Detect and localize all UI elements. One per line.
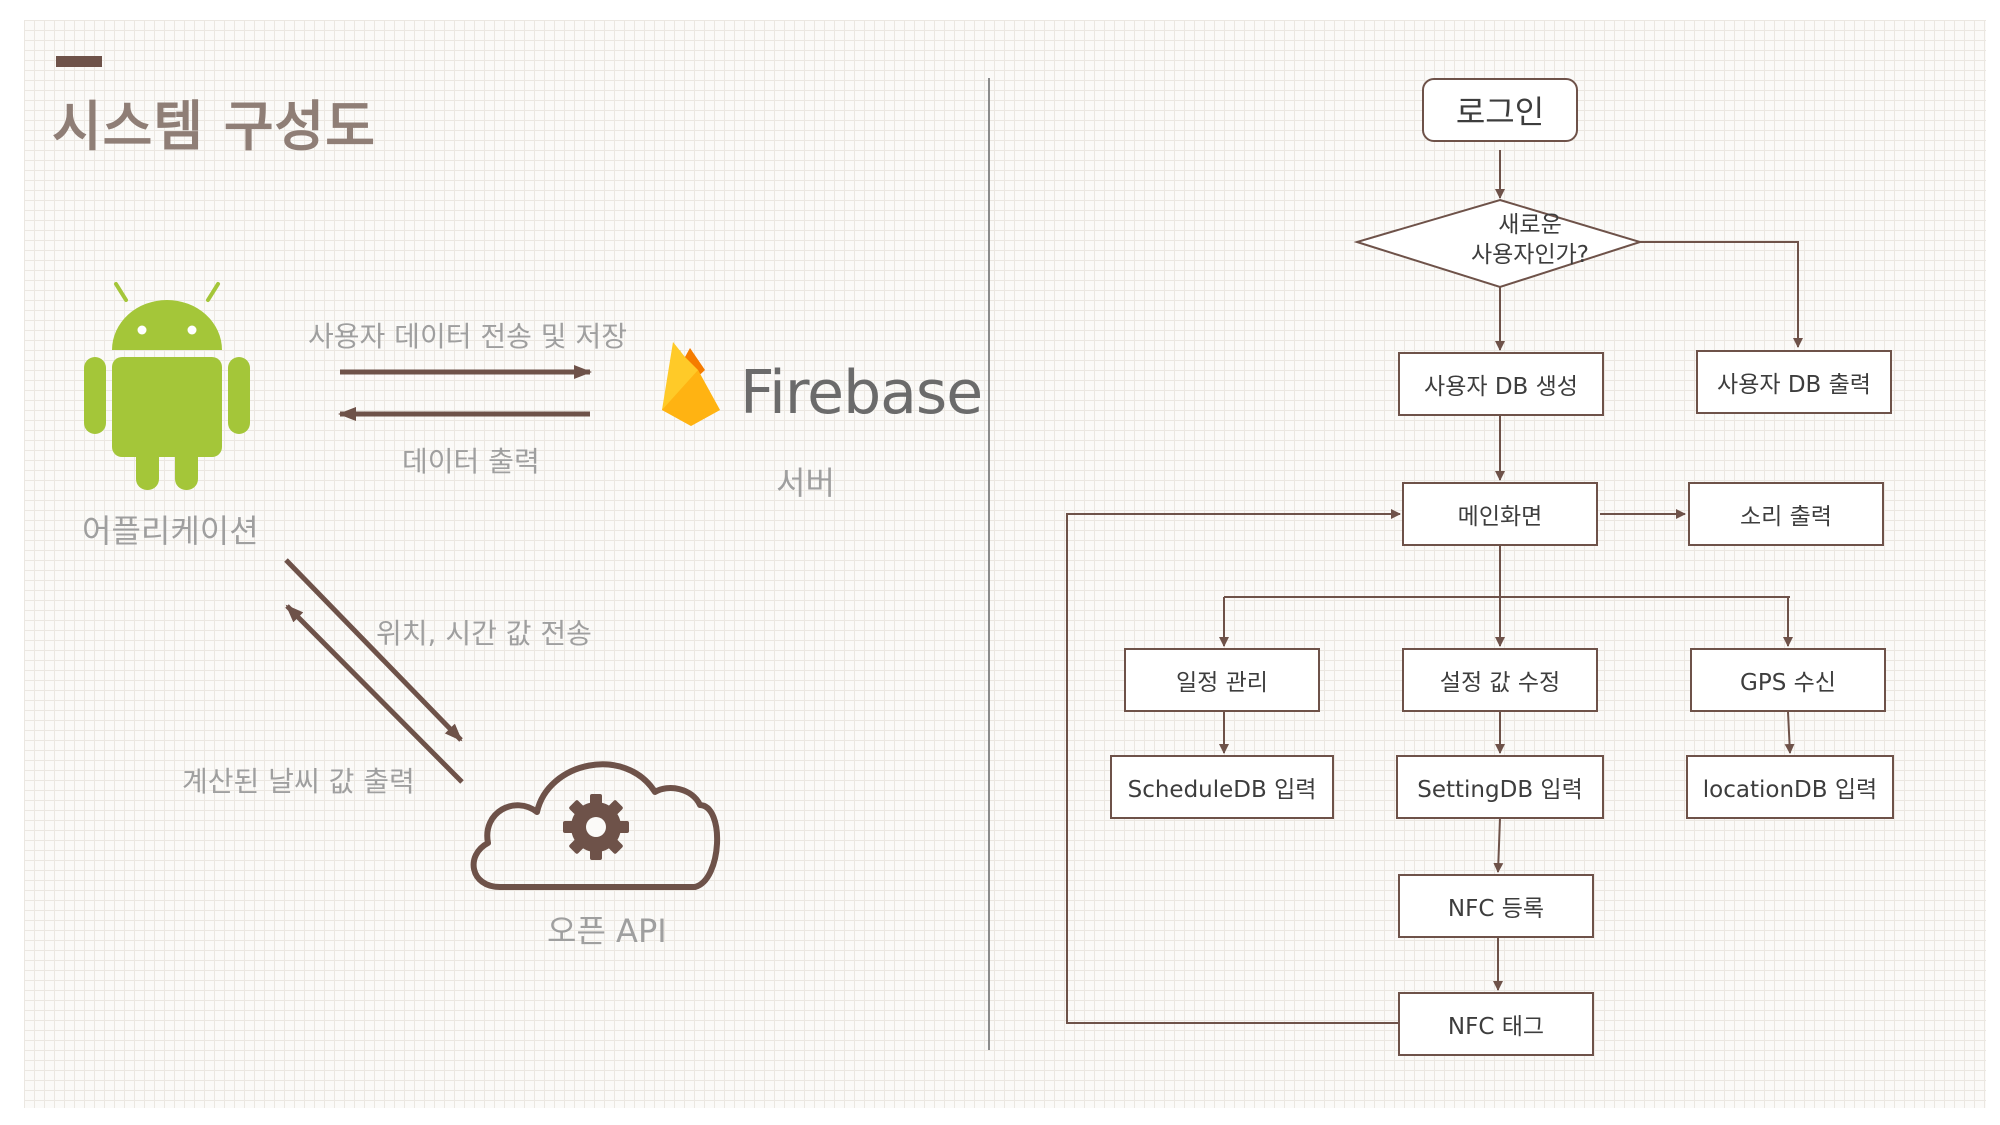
data-output-label: 데이터 출력 (402, 445, 540, 478)
decision-line-2: 사용자인가? (1470, 242, 1589, 268)
new-user-decision: 새로운 사용자인가? (1420, 210, 1640, 270)
android-robot-icon (84, 282, 250, 490)
arrow-to-api (284, 558, 463, 742)
setting-edit-node: 설정 값 수정 (1402, 648, 1598, 712)
send-user-data-label: 사용자 데이터 전송 및 저장 (308, 320, 627, 353)
send-location-time-label: 위치, 시간 값 전송 (376, 617, 592, 650)
nfc-tag-node: NFC 태그 (1398, 992, 1594, 1056)
sound-output-node: 소리 출력 (1688, 482, 1884, 546)
weather-output-label: 계산된 날씨 값 출력 (182, 765, 415, 798)
slide-background (24, 20, 1986, 1108)
setting-db-node: SettingDB 입력 (1396, 755, 1604, 819)
app-label: 어플리케이션 (82, 512, 259, 550)
firebase-logo-icon (662, 342, 720, 426)
server-label: 서버 (776, 464, 835, 502)
flowchart-connectors (1066, 150, 1803, 1024)
open-api-label: 오픈 API (547, 912, 667, 950)
firebase-wordmark: Firebase (740, 358, 983, 428)
decision-line-1: 새로운 (1498, 212, 1562, 238)
schedule-manage-node: 일정 관리 (1124, 648, 1320, 712)
cloud-gear-icon (470, 761, 720, 890)
create-user-db-node: 사용자 DB 생성 (1398, 352, 1604, 416)
gps-receive-node: GPS 수신 (1690, 648, 1886, 712)
main-screen-node: 메인화면 (1402, 482, 1598, 546)
page-title: 시스템 구성도 (52, 95, 376, 158)
section-divider (988, 78, 990, 1050)
arrow-from-api (285, 604, 464, 784)
location-db-node: locationDB 입력 (1686, 755, 1894, 819)
login-node: 로그인 (1422, 78, 1578, 142)
output-user-db-node: 사용자 DB 출력 (1696, 350, 1892, 414)
schedule-db-node: ScheduleDB 입력 (1110, 755, 1334, 819)
nfc-register-node: NFC 등록 (1398, 874, 1594, 938)
title-accent-bar (56, 56, 102, 67)
